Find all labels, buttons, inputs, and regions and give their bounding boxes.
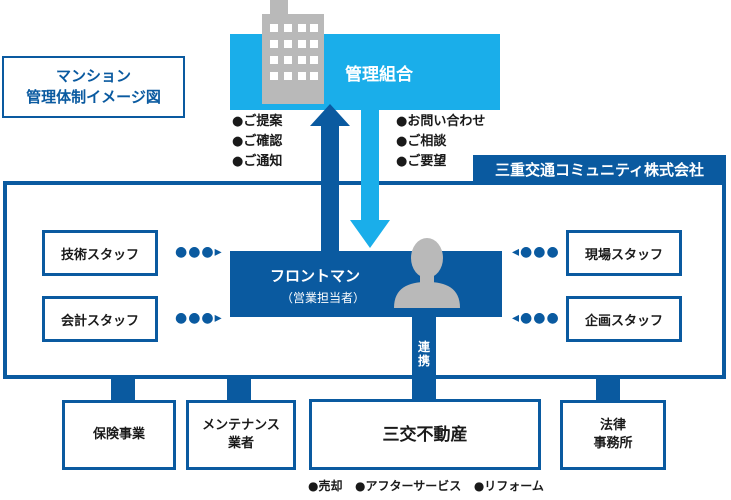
proposal-item: ●ご提案	[232, 114, 283, 129]
person-icon	[394, 238, 460, 308]
insurance-box: 保険事業	[62, 400, 176, 470]
service-item: ●リフォーム	[473, 479, 544, 493]
legal-label-line2: 事務所	[593, 436, 633, 451]
inquiry-item: ●ご相談	[396, 134, 447, 149]
dots-arrow-right: ●●●▸	[175, 244, 223, 260]
service-item: ●売却	[308, 479, 343, 493]
link-connector	[412, 317, 436, 399]
frontman-subtitle: （営業担当者）	[281, 291, 366, 305]
inquiry-item: ●お問い合わせ	[396, 114, 486, 129]
service-item: ●アフターサービス	[355, 479, 462, 493]
company-label: 三重交通コミュニティ株式会社	[473, 155, 726, 184]
diagram-title-line2: 管理体制イメージ図	[26, 88, 161, 106]
diagram-title-line1: マンション	[55, 67, 131, 85]
proposal-item: ●ご確認	[232, 134, 283, 149]
dots-arrow-left: ◂●●●	[512, 310, 560, 326]
inquiry-list: ●お問い合わせ ●ご相談 ●ご要望	[396, 112, 485, 172]
dots-arrow-right: ●●●▸	[175, 310, 223, 326]
maintenance-box: メンテナンス 業者	[186, 400, 296, 470]
management-union-label: 管理組合	[345, 65, 413, 85]
maintenance-label-line2: 業者	[227, 436, 254, 451]
link-label: 連携	[417, 340, 430, 368]
proposal-list: ●ご提案 ●ご確認 ●ご通知	[232, 112, 282, 172]
arrow-down-icon	[350, 108, 390, 248]
dots-arrow-left: ◂●●●	[512, 244, 560, 260]
connector	[111, 379, 135, 401]
connector	[596, 379, 620, 401]
building-icon	[262, 0, 324, 104]
legal-label-line1: 法律	[599, 418, 626, 433]
sankou-box: 三交不動産	[309, 399, 541, 470]
services-list: ●売却 ●アフターサービス ●リフォーム	[308, 477, 544, 494]
staff-field: 現場スタッフ	[566, 230, 682, 276]
company-box	[3, 181, 726, 379]
sankou-label: 三交不動産	[382, 424, 468, 445]
diagram-title: マンション 管理体制イメージ図	[2, 56, 185, 118]
staff-accounting: 会計スタッフ	[42, 296, 158, 342]
arrow-up-icon	[310, 104, 350, 254]
staff-planning: 企画スタッフ	[566, 296, 682, 342]
maintenance-label-line1: メンテナンス	[202, 418, 280, 433]
staff-technical: 技術スタッフ	[42, 230, 158, 276]
insurance-label: 保険事業	[92, 427, 145, 442]
connector	[227, 379, 251, 401]
proposal-item: ●ご通知	[232, 154, 283, 169]
frontman-title: フロントマン	[270, 267, 361, 285]
legal-box: 法律 事務所	[560, 400, 666, 470]
inquiry-item: ●ご要望	[396, 154, 447, 169]
